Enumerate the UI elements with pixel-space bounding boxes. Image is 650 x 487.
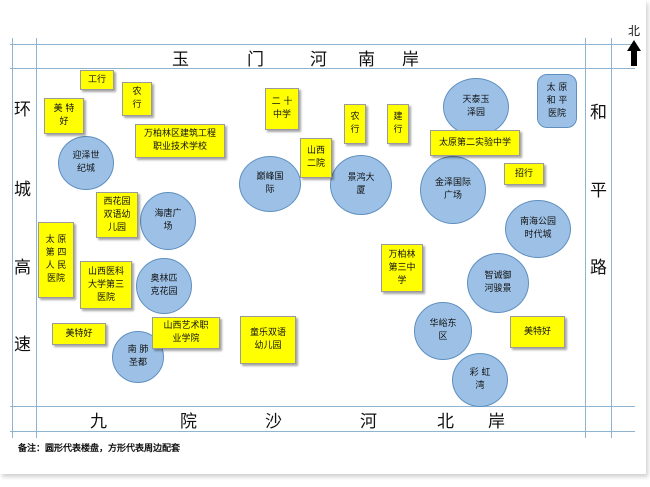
bottom-road-char: 院 bbox=[180, 412, 197, 432]
facility-shanxi-medical-3rd-hospital[interactable]: 山西医科大学第三医院 bbox=[80, 261, 132, 309]
facility-cmb[interactable]: 招行 bbox=[504, 163, 544, 185]
bottom-road-char: 北 bbox=[437, 412, 454, 432]
bottom-road-line bbox=[10, 406, 635, 407]
top-road-char: 河 bbox=[310, 50, 327, 70]
bottom-road-char: 河 bbox=[360, 412, 377, 432]
facility-wanbailin-no3-middle-school[interactable]: 万柏林第三中学 bbox=[381, 244, 423, 292]
building-zhicheng-yuhe[interactable]: 智诚御河骏景 bbox=[467, 253, 529, 313]
facility-icbc[interactable]: 工行 bbox=[80, 70, 114, 90]
left-road-char: 高 bbox=[14, 258, 31, 278]
building-dianfeng-intl[interactable]: 巅峰国际 bbox=[239, 156, 301, 212]
right-road-char: 平 bbox=[590, 181, 607, 201]
left-road-line-inner bbox=[36, 38, 37, 438]
building-yingze-shijicheng[interactable]: 迎泽世纪城 bbox=[58, 136, 114, 190]
facility-tongle-kindergarten[interactable]: 童乐双语幼儿园 bbox=[240, 316, 296, 364]
facility-abc-bank-2[interactable]: 农行 bbox=[344, 104, 366, 144]
right-road-char: 路 bbox=[590, 258, 607, 278]
right-road-line bbox=[611, 38, 612, 438]
facility-shanxi-art-college[interactable]: 山西艺术职业学院 bbox=[152, 317, 220, 349]
bottom-road-char: 九 bbox=[90, 412, 107, 432]
top-road-char: 玉 bbox=[172, 50, 189, 70]
bottom-road-char: 岸 bbox=[488, 412, 505, 432]
building-caihong-bay[interactable]: 彩 虹湾 bbox=[452, 353, 508, 407]
facility-abc-bank[interactable]: 农行 bbox=[122, 82, 152, 116]
building-huayu-east[interactable]: 华峪东区 bbox=[414, 302, 472, 360]
top-road-char: 岸 bbox=[402, 50, 419, 70]
facility-wanbailin-vocational-school[interactable]: 万柏林区建筑工程职业技术学校 bbox=[135, 124, 225, 158]
north-arrow-icon bbox=[627, 40, 641, 66]
left-road-line bbox=[12, 38, 13, 438]
facility-taiyuan-4th-hospital[interactable]: 太 原第 四人 民医院 bbox=[38, 222, 74, 298]
top-road-line bbox=[10, 44, 635, 45]
facility-no20-middle-school[interactable]: 二 十中学 bbox=[265, 88, 299, 130]
map-panel: 玉 门 河 南 岸 九 院 沙 河 北 岸 环 城 高 速 和 平 路 北 bbox=[10, 22, 642, 454]
building-haitang-square[interactable]: 海唐广场 bbox=[140, 192, 196, 250]
building-jinghong-tower[interactable]: 景鸿大厦 bbox=[330, 155, 392, 215]
building-jinze-intl-square[interactable]: 金泽国际广场 bbox=[420, 156, 486, 224]
building-olympic-garden[interactable]: 奥林匹克花园 bbox=[136, 258, 192, 314]
top-road-char: 南 bbox=[358, 50, 375, 70]
legend-note: 备注：圆形代表楼盘，方形代表周边配套 bbox=[18, 444, 181, 454]
left-road-char: 城 bbox=[14, 180, 31, 200]
building-taiyuan-heping-hospital[interactable]: 太 原和 平医院 bbox=[537, 74, 577, 128]
top-road-line-inner bbox=[10, 68, 635, 69]
facility-shanxi-2nd-hospital[interactable]: 山西二院 bbox=[300, 138, 332, 178]
left-road-char: 速 bbox=[14, 335, 31, 355]
facility-meitehao-1[interactable]: 美 特好 bbox=[44, 98, 84, 134]
north-label: 北 bbox=[627, 24, 640, 38]
facility-meitehao-3[interactable]: 美特好 bbox=[510, 316, 565, 348]
left-road-char: 环 bbox=[14, 100, 31, 120]
facility-xihuayuan-kindergarten[interactable]: 西花园双语幼儿园 bbox=[96, 192, 138, 238]
facility-meitehao-2[interactable]: 美特好 bbox=[52, 323, 106, 345]
facility-ccb[interactable]: 建行 bbox=[387, 104, 409, 144]
bottom-road-char: 沙 bbox=[265, 412, 282, 432]
bottom-road-line-outer bbox=[10, 431, 635, 432]
building-nanhai-park-city[interactable]: 南海公园时代城 bbox=[505, 200, 571, 258]
facility-taiyuan-2nd-experimental-school[interactable]: 太原第二实验中学 bbox=[430, 130, 520, 156]
top-road-char: 门 bbox=[247, 50, 264, 70]
right-road-char: 和 bbox=[590, 103, 607, 123]
building-tiantai-yuzeyuan[interactable]: 天泰玉泽园 bbox=[443, 78, 509, 136]
right-road-line-inner bbox=[585, 38, 586, 438]
north-arrow: 北 bbox=[626, 22, 642, 66]
